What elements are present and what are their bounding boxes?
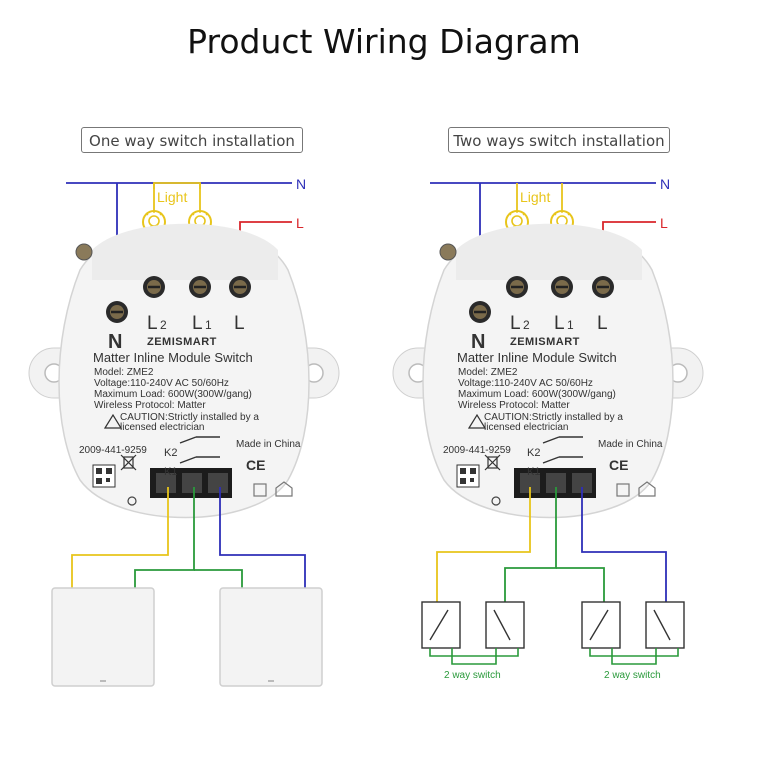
module-serial: 2009-441-9259 [443, 445, 511, 456]
terminal-label-l2-sub: 2 [523, 318, 530, 332]
module-max-load: Maximum Load: 600W(300W/gang) [94, 389, 252, 400]
weee-bin-icon [120, 454, 501, 471]
brand-logo: ZEMISMART [147, 336, 217, 348]
traveler-wires [429, 648, 679, 665]
module-label-left: N L 2 L 1 L ZEMISMART Matter Inline Modu… [79, 313, 301, 478]
right-panel [392, 182, 704, 665]
module-protocol: Wireless Protocol: Matter [94, 400, 206, 411]
two-way-switch-label: 2 way switch [604, 670, 661, 681]
k1-label: K1 [527, 466, 540, 478]
switch-wire-green-2 [194, 569, 243, 588]
made-in-label: Made in China [598, 439, 663, 450]
switch-wire-blue [581, 487, 667, 602]
qr-code-icon [92, 464, 480, 488]
ce-mark: CE [609, 457, 628, 473]
terminal-label-n: N [471, 331, 485, 353]
terminal-n [104, 299, 130, 325]
one-way-caption: One way switch installation [81, 127, 303, 153]
wall-switch [51, 587, 155, 687]
terminal-l1 [549, 274, 575, 300]
terminal-label-l1-sub: 1 [567, 318, 574, 332]
sun-icon [127, 496, 501, 506]
two-way-switch-pair-right [581, 601, 685, 649]
switch-wire-green-2 [556, 567, 605, 602]
live-label: L [296, 215, 304, 231]
switch-wire-yellow [436, 487, 531, 602]
two-way-switch-pair-left [421, 601, 525, 649]
terminal-label-l: L [234, 313, 245, 334]
module-name: Matter Inline Module Switch [457, 350, 617, 365]
page-title: Product Wiring Diagram [187, 22, 581, 61]
wall-switch [219, 587, 323, 687]
left-panel [28, 182, 340, 687]
terminal-label-l: L [597, 313, 608, 334]
terminal-label-l1: L [192, 313, 203, 334]
terminal-label-l1: L [554, 313, 565, 334]
switch-wire-green [134, 487, 195, 588]
switch-wire-yellow [71, 487, 169, 588]
terminal-l1 [187, 274, 213, 300]
terminal-l [227, 274, 253, 300]
switch-wire-green [504, 487, 557, 602]
module-caution: CAUTION:Strictly installed by a [120, 412, 259, 423]
neutral-label: N [660, 176, 670, 192]
live-label: L [660, 215, 668, 231]
module-label-right: N L 2 L 1 L ZEMISMART Matter Inline Modu… [443, 313, 663, 478]
terminal-l2 [504, 274, 530, 300]
neutral-label: N [296, 176, 306, 192]
terminal-l [590, 274, 616, 300]
two-way-caption: Two ways switch installation [448, 127, 670, 153]
terminal-l2 [141, 274, 167, 300]
ce-mark: CE [246, 457, 265, 473]
module-caution: CAUTION:Strictly installed by a [484, 412, 623, 423]
made-in-label: Made in China [236, 439, 301, 450]
module-caution-2: licensed electrician [484, 422, 569, 433]
terminal-label-l1-sub: 1 [205, 318, 212, 332]
switch-wire-blue [219, 487, 306, 588]
module-protocol: Wireless Protocol: Matter [458, 400, 570, 411]
switch-symbol-icon [179, 436, 583, 464]
module-serial: 2009-441-9259 [79, 445, 147, 456]
module-model: Model: ZME2 [458, 367, 518, 378]
k2-label: K2 [164, 447, 177, 459]
light-bracket [153, 182, 201, 189]
terminal-label-l2: L [147, 313, 158, 334]
light-label: Light [520, 189, 550, 205]
k1-label: K1 [164, 466, 177, 478]
caution-icon [103, 413, 487, 429]
terminal-label-l2-sub: 2 [160, 318, 167, 332]
terminal-label-n: N [108, 331, 122, 353]
module-caution-2: licensed electrician [120, 422, 205, 433]
terminal-label-l2: L [510, 313, 521, 334]
terminal-n [467, 299, 493, 325]
module-model: Model: ZME2 [94, 367, 154, 378]
two-way-switch-label: 2 way switch [444, 670, 501, 681]
k2-label: K2 [527, 447, 540, 459]
home-icon [253, 481, 656, 497]
module-voltage: Voltage:110-240V AC 50/60Hz [94, 378, 229, 389]
module-max-load: Maximum Load: 600W(300W/gang) [458, 389, 616, 400]
module-name: Matter Inline Module Switch [93, 350, 253, 365]
light-label: Light [157, 189, 187, 205]
module-voltage: Voltage:110-240V AC 50/60Hz [458, 378, 593, 389]
brand-logo: ZEMISMART [510, 336, 580, 348]
